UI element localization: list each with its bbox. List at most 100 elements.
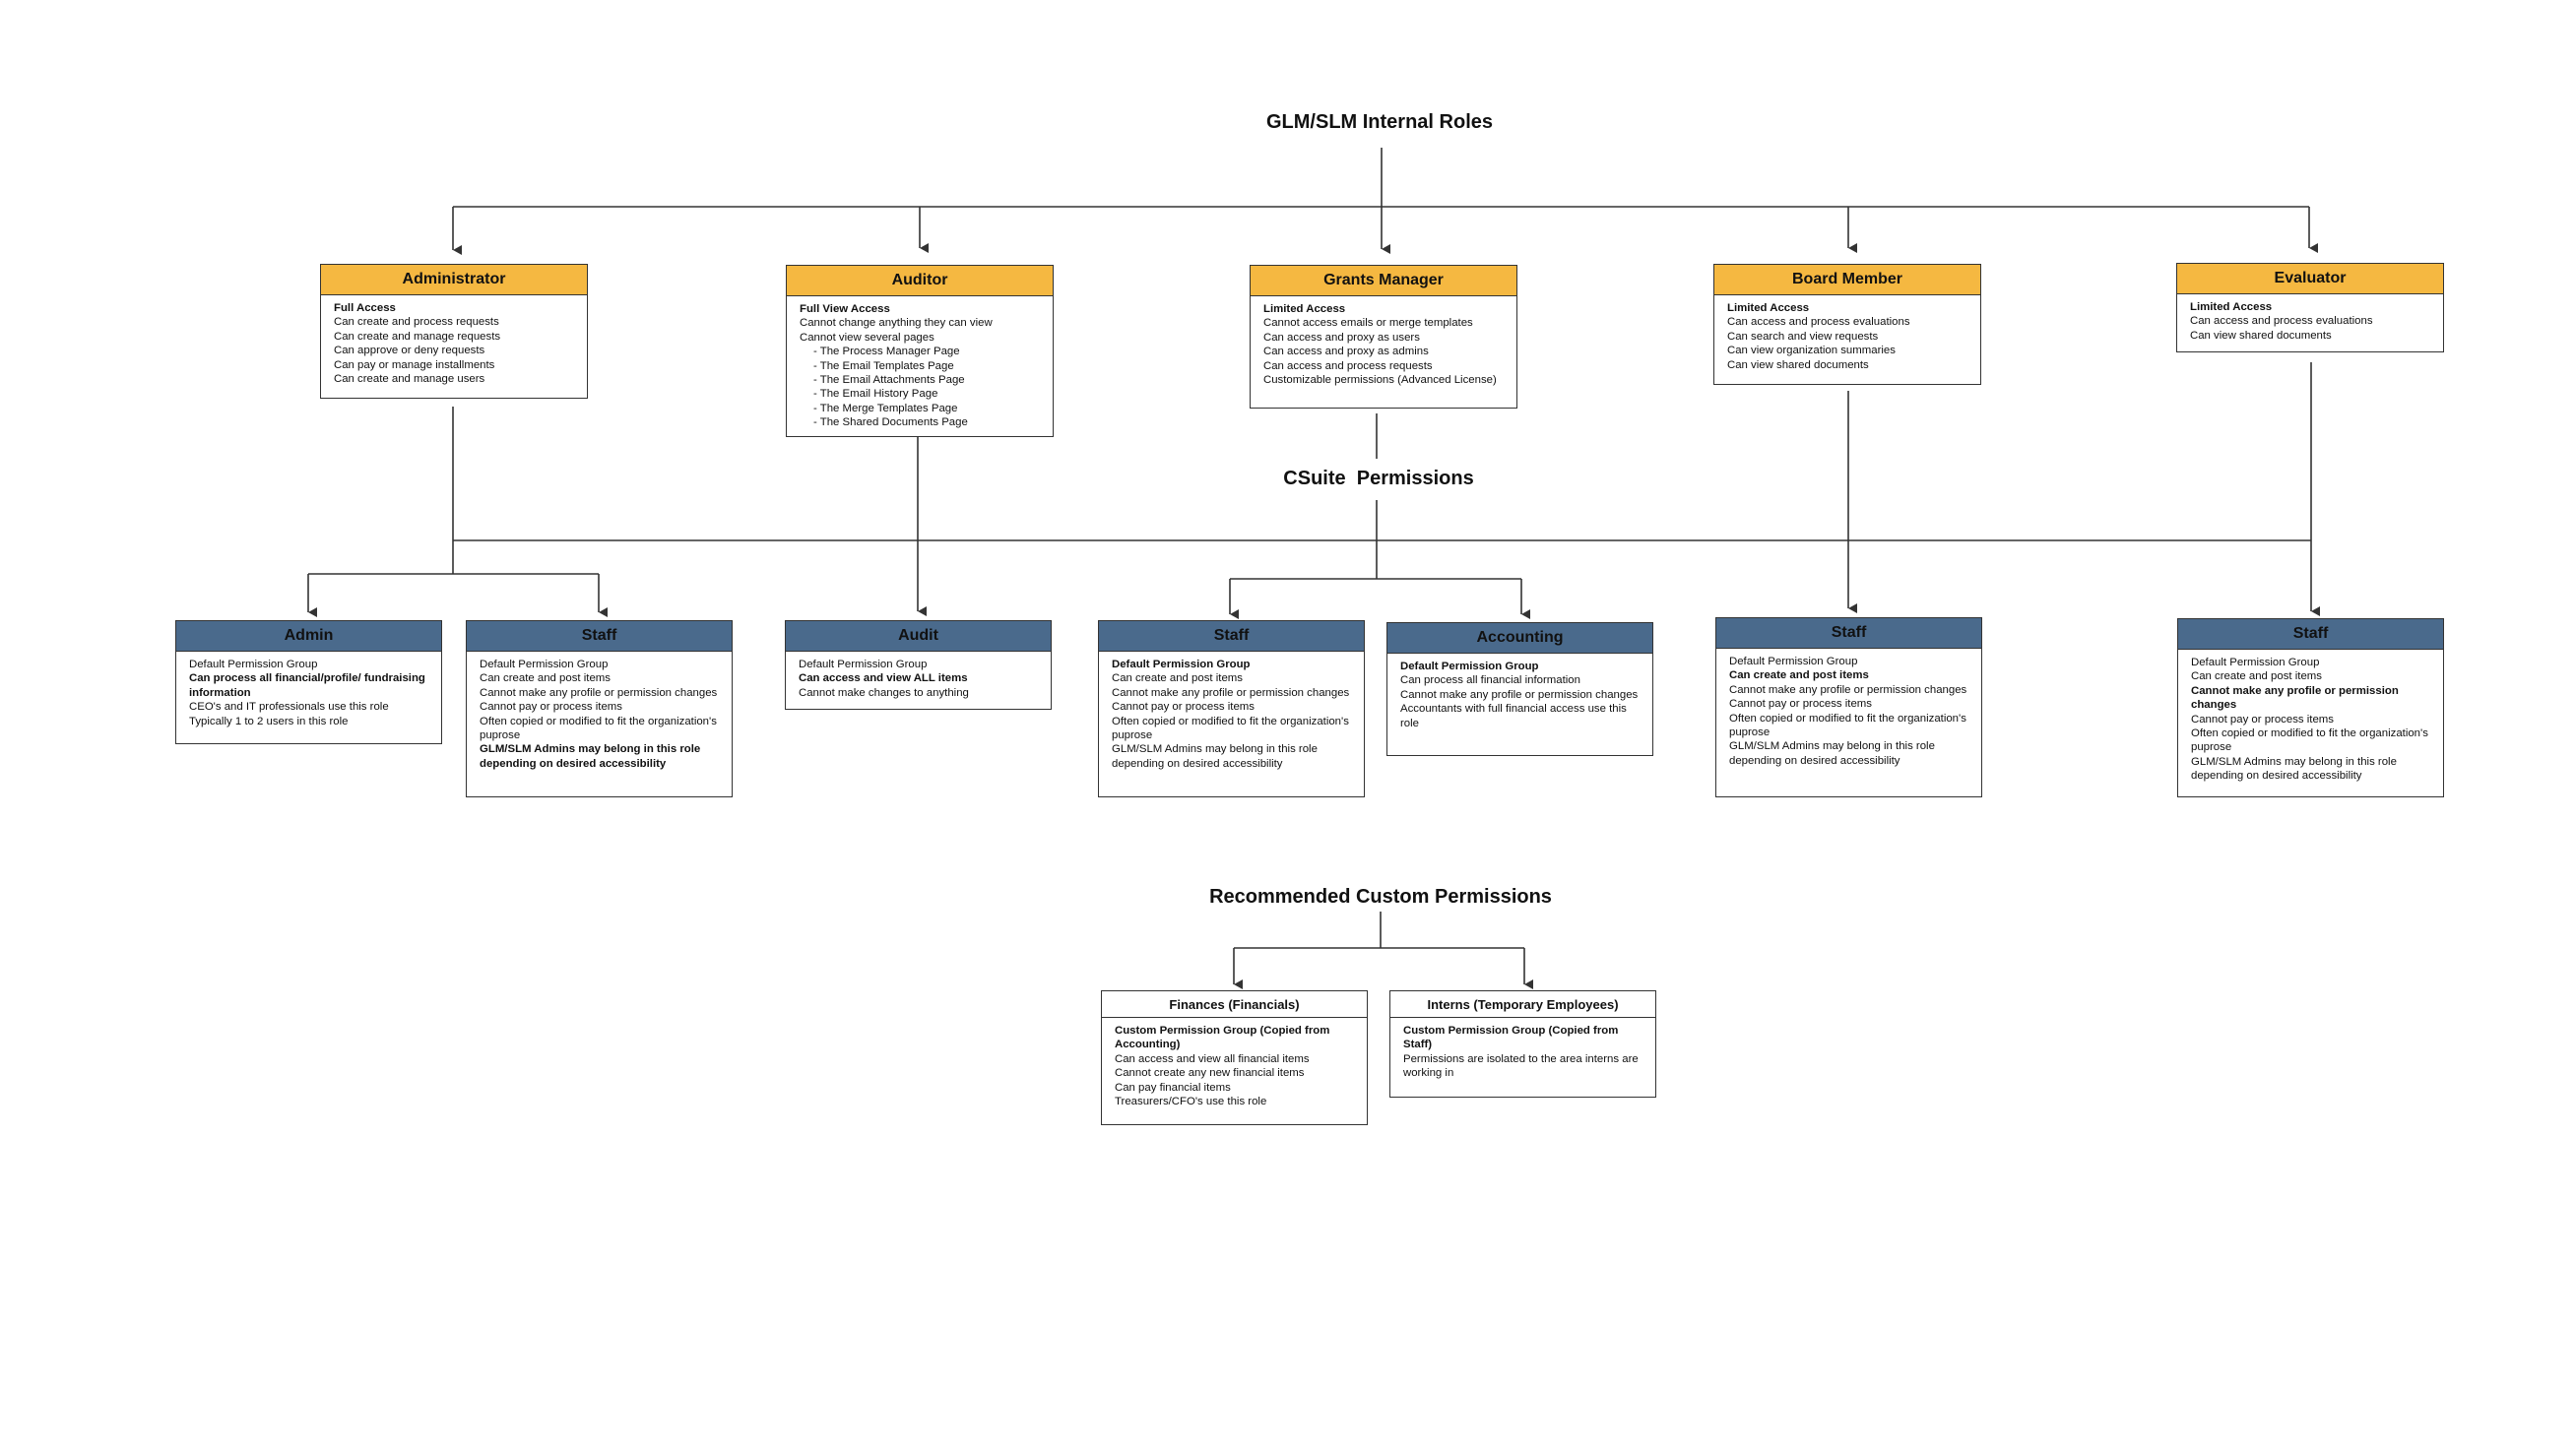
description-line: Default Permission Group — [2191, 657, 2320, 668]
description-line: Can create and process requests — [334, 316, 499, 329]
description-line: GLM/SLM Admins may belong in this role d… — [480, 743, 701, 770]
description-line: Cannot create any new financial items — [1115, 1067, 1305, 1080]
description-line: Can create and post items — [1112, 672, 1243, 685]
description-line: Can access and proxy as users — [1263, 331, 1420, 344]
custom-permission-box-interns-temporary-employees: Interns (Temporary Employees)Custom Perm… — [1389, 990, 1656, 1098]
description-line: Customizable permissions (Advanced Licen… — [1263, 374, 1497, 387]
box-title: Grants Manager — [1251, 266, 1516, 296]
description-line: Can access and process evaluations — [2190, 315, 2373, 328]
description-line: Often copied or modified to fit the orga… — [1729, 712, 1966, 739]
description-line: Can create and post items — [1729, 669, 1869, 682]
box-title: Staff — [1099, 621, 1364, 652]
description-line: Cannot pay or process items — [1112, 701, 1255, 714]
description-line: CEO's and IT professionals use this role — [189, 701, 389, 714]
description-line: Typically 1 to 2 users in this role — [189, 715, 349, 727]
description-line: Full View Access — [800, 303, 890, 315]
description-line: Can process all financial/profile/ fundr… — [189, 672, 425, 699]
description-line: Custom Permission Group (Copied from Acc… — [1115, 1025, 1330, 1051]
description-line: Can pay financial items — [1115, 1081, 1231, 1094]
box-title: Auditor — [787, 266, 1053, 296]
description-line: Cannot pay or process items — [1729, 698, 1872, 711]
description-line: Cannot make any profile or permission ch… — [2191, 684, 2399, 712]
box-description: Custom Permission Group (Copied from Acc… — [1102, 1018, 1367, 1114]
description-line: Cannot make any profile or permission ch… — [1729, 683, 1967, 696]
description-line: Often copied or modified to fit the orga… — [1112, 715, 1349, 742]
description-line: Cannot view several pages — [800, 331, 934, 344]
description-line: Cannot change anything they can view — [800, 317, 993, 330]
description-line: Default Permission Group — [480, 659, 609, 670]
box-title: Staff — [467, 621, 732, 652]
box-description: Custom Permission Group (Copied from Sta… — [1390, 1018, 1655, 1087]
description-line: GLM/SLM Admins may belong in this role d… — [2191, 755, 2397, 783]
description-line: Custom Permission Group (Copied from Sta… — [1403, 1025, 1619, 1051]
box-title: Admin — [176, 621, 441, 652]
description-line: Can process all financial information — [1400, 674, 1580, 687]
description-line: Can create and manage users — [334, 373, 485, 386]
csuite-permissions-title: CSuite Permissions — [1283, 468, 1474, 489]
description-line: - The Merge Templates Page — [813, 402, 958, 414]
description-line: Limited Access — [2190, 301, 2273, 313]
description-line: Cannot make any profile or permission ch… — [1400, 688, 1639, 701]
description-line: Default Permission Group — [189, 659, 318, 670]
description-line: Can access and process requests — [1263, 359, 1433, 372]
description-line: Default Permission Group — [1112, 659, 1251, 670]
description-line: - The Email Attachments Page — [813, 374, 965, 387]
description-line: Often copied or modified to fit the orga… — [2191, 727, 2428, 754]
description-line: Permissions are isolated to the area int… — [1403, 1052, 1639, 1080]
description-line: Cannot pay or process items — [2191, 713, 2334, 726]
box-title: Audit — [786, 621, 1051, 652]
description-line: Default Permission Group — [1729, 656, 1858, 667]
description-line: Can access and view all financial items — [1115, 1052, 1310, 1065]
description-line: GLM/SLM Admins may belong in this role d… — [1729, 740, 1935, 767]
description-line: - The Process Manager Page — [813, 346, 960, 358]
diagram-title: GLM/SLM Internal Roles — [1265, 111, 1494, 133]
description-line: Accountants with full financial access u… — [1400, 703, 1627, 729]
description-line: Often copied or modified to fit the orga… — [480, 715, 717, 742]
description-line: Cannot access emails or merge templates — [1263, 317, 1473, 330]
description-line: Can access and proxy as admins — [1263, 346, 1429, 358]
box-title: Accounting — [1387, 623, 1652, 654]
box-title: Evaluator — [2177, 264, 2443, 294]
description-line: Can approve or deny requests — [334, 345, 485, 357]
description-line: - The Shared Documents Page — [813, 416, 968, 429]
description-line: Can access and process evaluations — [1727, 316, 1910, 329]
description-line: Treasurers/CFO's use this role — [1115, 1096, 1267, 1108]
box-title: Administrator — [321, 265, 587, 295]
custom-permission-box-finances-financials: Finances (Financials)Custom Permission G… — [1101, 990, 1368, 1125]
description-line: GLM/SLM Admins may belong in this role d… — [1112, 743, 1318, 770]
description-line: Full Access — [334, 302, 396, 314]
box-title: Board Member — [1714, 265, 1980, 295]
description-line: Can create and post items — [480, 672, 611, 685]
description-line: Limited Access — [1263, 303, 1346, 315]
description-line: Cannot make any profile or permission ch… — [1112, 686, 1350, 699]
description-line: - The Email History Page — [813, 388, 938, 401]
description-line: Limited Access — [1727, 302, 1810, 314]
description-line: Can create and manage requests — [334, 330, 501, 343]
description-line: Can view shared documents — [2190, 329, 2332, 342]
description-line: Can access and view ALL items — [799, 672, 968, 685]
description-line: Can create and post items — [2191, 670, 2322, 683]
